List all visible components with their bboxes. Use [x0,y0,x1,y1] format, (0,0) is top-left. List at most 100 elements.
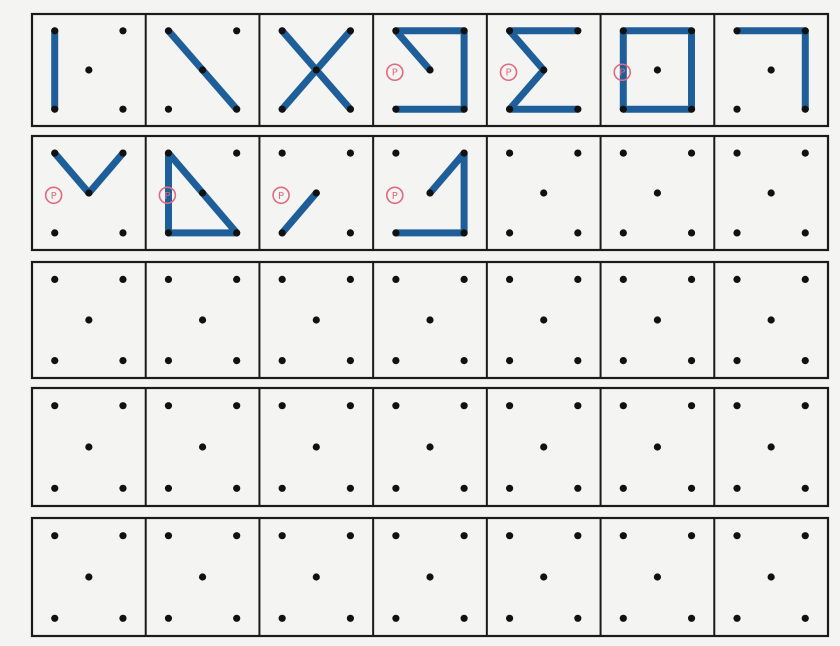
dot-cell-r2-c7[interactable] [733,150,808,237]
grid-dot [540,316,547,323]
grid-dot [620,357,627,364]
grid-dot [279,229,286,236]
grid-dot [574,615,581,622]
dot-cell-r1-c5[interactable]: P [501,27,582,113]
check-mark: P [501,64,517,80]
grid-dot [733,402,740,409]
dot-cell-r4-c4[interactable] [392,402,467,492]
grid-row-3 [32,262,828,378]
grid-dot [620,106,627,113]
grid-dot [506,485,513,492]
grid-dot [165,357,172,364]
grid-dot [802,106,809,113]
dot-cell-r1-c1[interactable] [51,27,126,113]
grid-dot [802,485,809,492]
grid-dot [119,229,126,236]
grid-dot [279,615,286,622]
grid-dot [426,66,433,73]
grid-dot [165,229,172,236]
grid-dot [620,615,627,622]
dot-cell-r3-c6[interactable] [620,276,695,364]
dot-cell-r4-c1[interactable] [51,402,126,492]
grid-dot [574,150,581,157]
dot-cell-r2-c2[interactable]: P [159,150,240,237]
grid-dot [199,443,206,450]
grid-dot [119,615,126,622]
dot-cell-r2-c5[interactable] [506,150,581,237]
grid-dot [802,276,809,283]
dot-cell-r5-c4[interactable] [392,532,467,622]
grid-dot [233,229,240,236]
dot-cell-r5-c5[interactable] [506,532,581,622]
grid-dot [392,357,399,364]
check-mark: P [387,187,403,203]
dot-cell-r5-c1[interactable] [51,532,126,622]
check-mark: P [273,187,289,203]
dot-cell-r2-c1[interactable]: P [46,150,127,237]
check-mark-label: P [278,191,284,202]
grid-dot [233,485,240,492]
dot-cell-r3-c5[interactable] [506,276,581,364]
dot-cell-r5-c6[interactable] [620,532,695,622]
dot-cell-r4-c6[interactable] [620,402,695,492]
dot-cell-r5-c2[interactable] [165,532,240,622]
grid-dot [51,106,58,113]
grid-dot [620,276,627,283]
grid-dot [426,573,433,580]
grid-dot [279,27,286,34]
grid-dot [733,229,740,236]
grid-dot [279,357,286,364]
grid-dot [165,150,172,157]
dot-cell-r3-c4[interactable] [392,276,467,364]
dot-cell-r4-c7[interactable] [733,402,808,492]
grid-dot [461,615,468,622]
dot-cell-r5-c3[interactable] [279,532,354,622]
grid-dot [461,276,468,283]
dot-cell-r1-c7[interactable] [733,27,808,113]
grid-dot [461,357,468,364]
dot-cell-r4-c2[interactable] [165,402,240,492]
dot-cell-r1-c3[interactable] [279,27,354,113]
grid-dot [654,443,661,450]
dot-cell-r4-c3[interactable] [279,402,354,492]
grid-dot [574,485,581,492]
grid-dot [574,276,581,283]
dot-cell-r2-c6[interactable] [620,150,695,237]
dot-cell-r3-c7[interactable] [733,276,808,364]
grid-dot [461,229,468,236]
grid-dot [768,316,775,323]
grid-dot [347,150,354,157]
dot-cell-r5-c7[interactable] [733,532,808,622]
dot-cell-r1-c6[interactable]: P [614,27,695,113]
grid-dot [461,27,468,34]
grid-dot [392,229,399,236]
grid-dot [165,485,172,492]
dot-cell-r1-c2[interactable] [165,27,240,113]
grid-row-4 [32,388,828,506]
grid-dot [733,150,740,157]
grid-dot [574,106,581,113]
dot-cell-r3-c2[interactable] [165,276,240,364]
check-mark-label: P [619,68,625,79]
grid-dot [688,150,695,157]
dot-cell-r2-c3[interactable]: P [273,150,354,237]
grid-dot [313,189,320,196]
grid-dot [51,532,58,539]
grid-dot [461,150,468,157]
dot-cell-r2-c4[interactable]: P [387,150,468,237]
dot-cell-r3-c1[interactable] [51,276,126,364]
dot-cell-r4-c5[interactable] [506,402,581,492]
dot-cell-r3-c3[interactable] [279,276,354,364]
grid-dot [506,106,513,113]
grid-dot [119,357,126,364]
dot-cell-r1-c4[interactable]: P [387,27,468,113]
grid-dot [279,106,286,113]
grid-dot [768,66,775,73]
grid-dot [688,357,695,364]
grid-dot [51,357,58,364]
check-mark: P [387,64,403,80]
grid-dot [574,27,581,34]
grid-dot [392,532,399,539]
grid-dot [233,532,240,539]
